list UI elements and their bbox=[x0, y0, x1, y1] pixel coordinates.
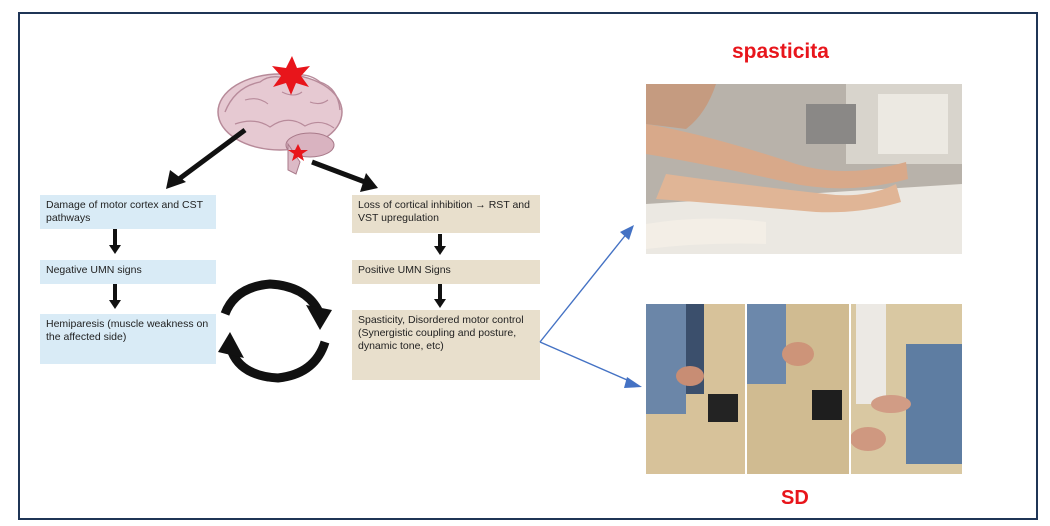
box-label: Spasticity, Disordered motor control (Sy… bbox=[358, 314, 524, 352]
box-loss-cortical-inhibition: Loss of cortical inhibition → RST and VS… bbox=[352, 195, 540, 233]
pathophysiology-diagram: Damage of motor cortex and CST pathways … bbox=[20, 52, 550, 420]
box-spasticity: Spasticity, Disordered motor control (Sy… bbox=[352, 310, 540, 380]
cycle-arrow-top-icon bbox=[225, 284, 318, 314]
box-label: Damage of motor cortex and CST pathways bbox=[46, 199, 203, 224]
box-label: Positive UMN Signs bbox=[358, 264, 451, 276]
box-label: Hemiparesis (muscle weakness on the affe… bbox=[46, 318, 208, 343]
box-label: Negative UMN signs bbox=[46, 264, 142, 276]
box-damage-motor-cortex: Damage of motor cortex and CST pathways bbox=[40, 195, 216, 229]
box-negative-umn-signs: Negative UMN signs bbox=[40, 260, 216, 284]
photo-synergistic-dyskinesia bbox=[646, 304, 962, 474]
cycle-arrow-bottom-icon bbox=[232, 342, 325, 378]
box-hemiparesis: Hemiparesis (muscle weakness on the affe… bbox=[40, 314, 216, 364]
box-label: Loss of cortical inhibition → RST and VS… bbox=[358, 199, 530, 224]
heading-sd: SD bbox=[781, 487, 809, 510]
box-positive-umn-signs: Positive UMN Signs bbox=[352, 260, 540, 284]
heading-spasticita: spasticita bbox=[732, 40, 829, 64]
photo-spasticity-exam bbox=[646, 84, 962, 254]
